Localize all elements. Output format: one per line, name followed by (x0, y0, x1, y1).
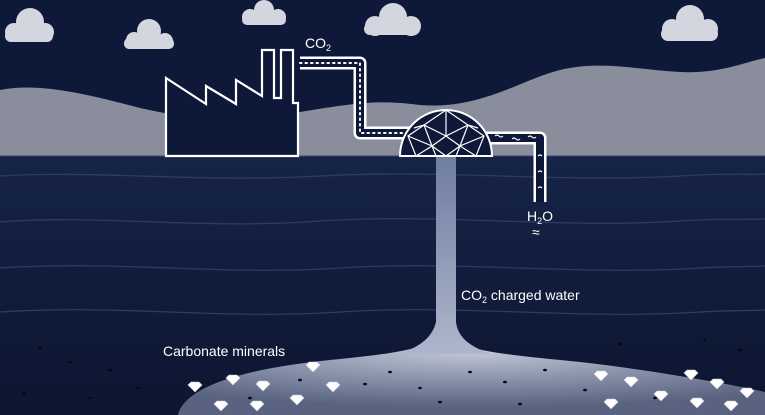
diamond-crystal-icon (603, 398, 619, 410)
factory-icon (164, 48, 300, 158)
diamond-crystal-icon (305, 361, 321, 373)
injection-shaft (400, 156, 490, 354)
clouds (5, 0, 718, 49)
diamond-crystal-icon (187, 381, 203, 393)
pipe-icon (486, 131, 547, 202)
h2o-label: H2O≈ (527, 208, 554, 240)
water-wave-icon: ≈ (532, 224, 540, 240)
cloud-icon (242, 0, 286, 25)
diamond-crystal-icon (653, 390, 669, 402)
cloud-icon (124, 19, 174, 49)
diamond-crystal-icon (683, 369, 699, 381)
diamond-crystal-icon (623, 376, 639, 388)
diamond-crystal-icon (325, 381, 341, 393)
geodesic-dome-icon (398, 109, 494, 157)
rock-specks (21, 338, 743, 406)
cloud-icon (5, 8, 54, 42)
diamond-crystal-icon (255, 380, 271, 392)
diamond-crystal-icon (739, 387, 755, 399)
carbonate-mineral-deposit (178, 340, 765, 415)
pipe-icon (299, 56, 413, 140)
diamond-crystal-icon (289, 394, 305, 406)
cloud-icon (364, 3, 421, 36)
strata-lines (0, 173, 765, 315)
co2-charged-water-label: CO2 charged water (461, 287, 580, 305)
carbonate-minerals-label: Carbonate minerals (163, 343, 286, 359)
cloud-icon (661, 5, 718, 41)
diamond-crystal-icon (249, 400, 265, 412)
diamond-crystal-icon (689, 397, 705, 409)
diamond-crystal-icon (723, 400, 739, 412)
diamond-crystal-icon (709, 378, 725, 390)
diamond-crystal-icon (593, 370, 609, 382)
diamond-crystal-icon (225, 374, 241, 386)
carbonate-crystals (187, 361, 755, 412)
co2-label: CO2 (305, 35, 332, 53)
diamond-crystal-icon (213, 400, 229, 412)
